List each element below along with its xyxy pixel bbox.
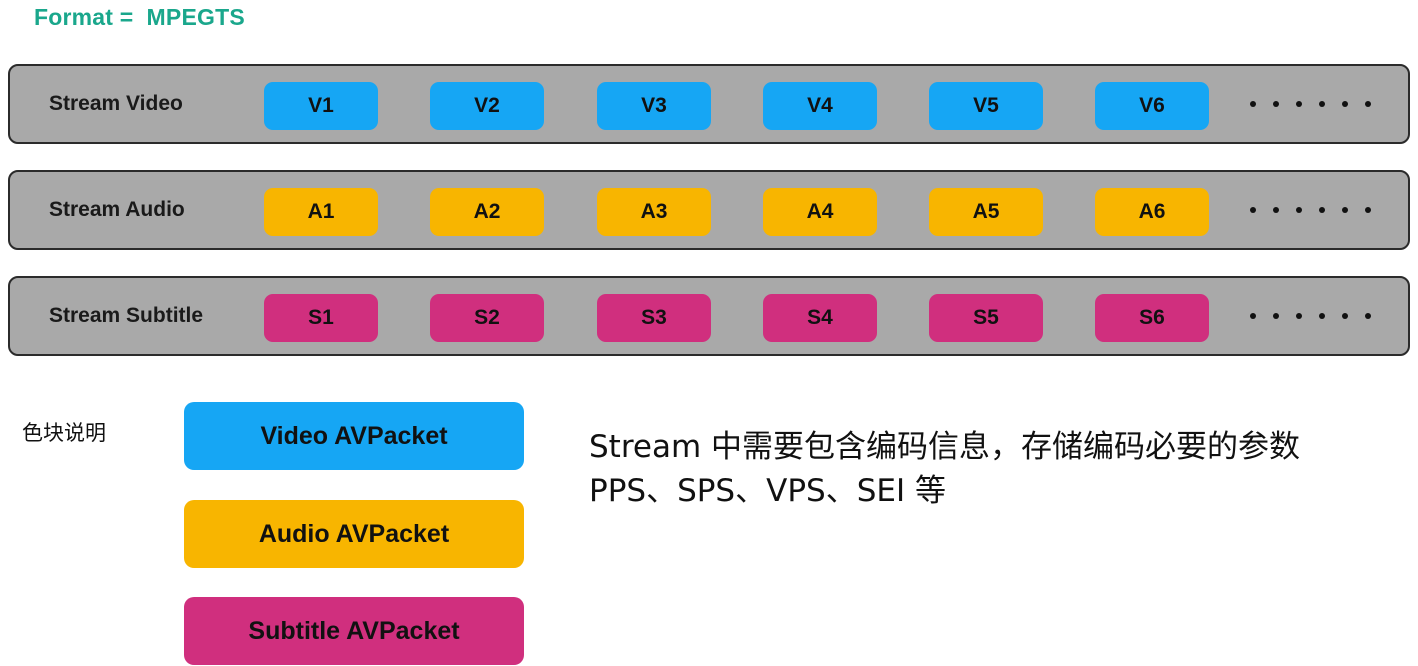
- note-line-1: Stream 中需要包含编码信息，存储编码必要的参数: [589, 429, 1301, 465]
- audio-packet: A5: [929, 188, 1043, 236]
- legend-title: 色块说明: [22, 421, 106, 445]
- legend-video-avpacket: Video AVPacket: [184, 402, 524, 470]
- legend-subtitle-avpacket: Subtitle AVPacket: [184, 597, 524, 665]
- video-packet: V3: [597, 82, 711, 130]
- stream-label-video: Stream Video: [49, 92, 183, 115]
- subtitle-packet: S5: [929, 294, 1043, 342]
- legend-audio-avpacket: Audio AVPacket: [184, 500, 524, 568]
- stream-label-subtitle: Stream Subtitle: [49, 304, 204, 327]
- subtitle-packet: S2: [430, 294, 544, 342]
- stream-row-video: Stream Video V1 V2 V3 V4 V5 V6: [8, 64, 1410, 144]
- audio-packet: A3: [597, 188, 711, 236]
- audio-packet: A4: [763, 188, 877, 236]
- audio-packet: A6: [1095, 188, 1209, 236]
- ellipsis-icon: [1250, 101, 1371, 107]
- subtitle-packet: S6: [1095, 294, 1209, 342]
- format-title: Format = MPEGTS: [34, 4, 245, 30]
- subtitle-packet: S1: [264, 294, 378, 342]
- stream-label-audio: Stream Audio: [49, 198, 185, 221]
- audio-packet: A2: [430, 188, 544, 236]
- stream-row-audio: Stream Audio A1 A2 A3 A4 A5 A6: [8, 170, 1410, 250]
- video-packet: V4: [763, 82, 877, 130]
- ellipsis-icon: [1250, 207, 1371, 213]
- stream-row-subtitle: Stream Subtitle S1 S2 S3 S4 S5 S6: [8, 276, 1410, 356]
- video-packet: V2: [430, 82, 544, 130]
- video-packet: V5: [929, 82, 1043, 130]
- video-packet: V1: [264, 82, 378, 130]
- video-packet: V6: [1095, 82, 1209, 130]
- subtitle-packet: S4: [763, 294, 877, 342]
- ellipsis-icon: [1250, 313, 1371, 319]
- note-line-2: PPS、SPS、VPS、SEI 等: [589, 473, 946, 509]
- stream-note: Stream 中需要包含编码信息，存储编码必要的参数 PPS、SPS、VPS、S…: [589, 425, 1409, 513]
- subtitle-packet: S3: [597, 294, 711, 342]
- audio-packet: A1: [264, 188, 378, 236]
